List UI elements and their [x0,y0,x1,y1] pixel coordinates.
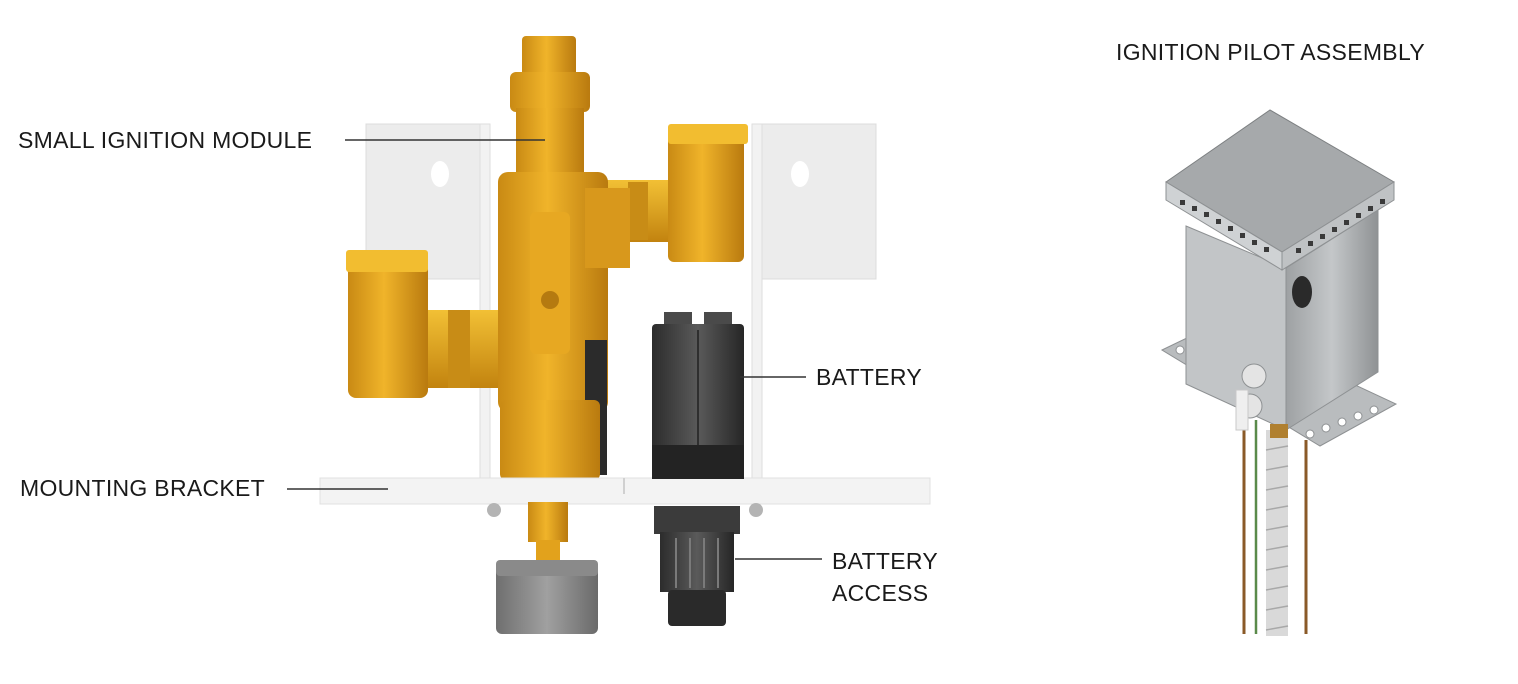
diagram-title: IGNITION PILOT ASSEMBLY [1116,39,1425,65]
left-elbow-cap [346,250,428,272]
valve-top-nut [510,72,590,112]
right-elbow-cap [668,124,748,144]
valve-lower-body [500,400,600,480]
label-battery: BATTERY [816,364,922,390]
bracket-hole-right [791,161,809,187]
valve-top-nipple [522,36,576,78]
valve-knob-screw [541,291,559,309]
pilot-flex-tube [1266,430,1288,636]
left-elbow-thread [448,310,470,388]
bracket-hole-left [431,161,449,187]
gas-connector-nut [496,502,598,634]
valve-knob [530,212,570,354]
ignition-module-illustration [319,36,931,634]
valve-neck [516,108,584,178]
pilot-electrode-insulator [1235,389,1249,431]
pilot-cap-skirt-right [1281,181,1395,271]
bracket-screw-right [749,503,763,517]
battery [652,312,744,479]
bracket-screw-left [487,503,501,517]
right-elbow-thread [628,182,648,240]
left-elbow-vertical [348,258,428,398]
label-mounting-bracket: MOUNTING BRACKET [20,475,265,501]
bracket-side-plate-right [753,123,877,280]
battery-access-cap [654,506,740,626]
valve-side-block [585,188,630,268]
pilot-assembly-illustration [1160,109,1398,636]
pilot-screw-upper [1241,363,1267,389]
pilot-housing-port [1292,276,1312,308]
bracket-upright-right [751,123,763,481]
pilot-brass-fitting [1270,424,1288,438]
bracket-upright-left [479,123,491,481]
label-battery-access-line1: BATTERY [832,548,938,574]
label-battery-access-line2: ACCESS [832,580,928,606]
label-ignition-module: SMALL IGNITION MODULE [18,127,312,153]
right-elbow-vertical [668,130,744,262]
